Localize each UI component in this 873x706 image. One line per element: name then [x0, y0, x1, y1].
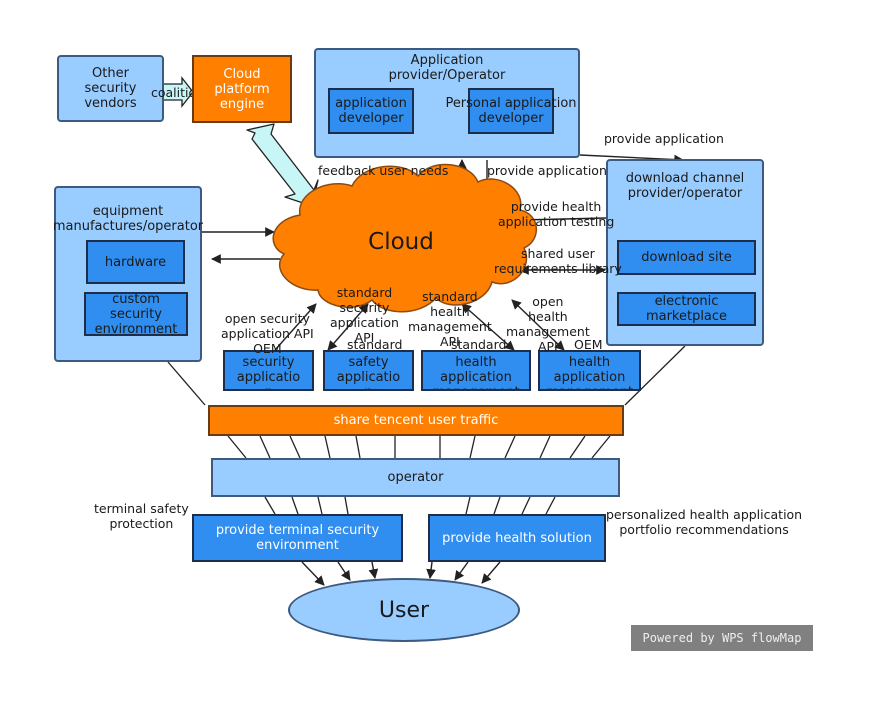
standard-health-api-label: standard health management API: [408, 289, 492, 349]
electronic-marketplace-node: electronic marketplace: [617, 292, 756, 326]
equipment-title: equipment manufactures/operator: [52, 204, 204, 234]
standard-health-label-2: standard: [451, 337, 507, 352]
safety-application-node: safety applicatio n: [323, 350, 414, 391]
wps-watermark: Powered by WPS flowMap: [631, 625, 813, 651]
health-application-node-2: health application management: [538, 350, 641, 391]
other-security-vendors-node: Other security vendors: [57, 55, 164, 122]
personal-developer-label: Personal application developer: [445, 96, 577, 126]
standard-security-api-label: standard security application API: [330, 285, 399, 345]
security-application-label: security applicatio n: [236, 355, 301, 389]
provide-application-label: provide application: [487, 163, 607, 178]
hardware-node: hardware: [86, 240, 185, 284]
share-tencent-traffic-bar: share tencent user traffic: [208, 405, 624, 436]
oem-label: OEM: [574, 337, 603, 352]
coalition-label: coalition: [151, 85, 205, 100]
application-provider-title: Application provider/Operator: [388, 53, 506, 83]
health-application-label-2: health application management: [546, 355, 633, 389]
cloud-title: Cloud: [368, 229, 434, 255]
custom-security-node: custom security environment: [84, 292, 188, 337]
shared-library-label: shared user requirements library: [494, 246, 622, 276]
engine-cloud-link: [246, 123, 319, 207]
download-site-node: download site: [617, 240, 756, 275]
provide-application-top-label: provide application: [604, 131, 724, 146]
standard-safety-label: standard: [347, 337, 403, 352]
cloud-platform-engine-node: Cloud platform engine: [192, 55, 292, 123]
health-application-node-1: health application management: [421, 350, 531, 391]
personalized-label: personalized health application portfoli…: [606, 507, 803, 537]
fan-lines: [167, 345, 686, 515]
personal-developer-box: [468, 88, 554, 134]
health-application-label-1: health application management: [432, 355, 519, 389]
health-testing-label: provide health application testing: [498, 199, 615, 229]
cloud-shape: [272, 163, 538, 313]
terminal-security-node: provide terminal security environment: [192, 514, 403, 562]
open-health-api-label: open health management API: [506, 294, 590, 354]
download-provider-group: download channel provider/operator downl…: [606, 159, 764, 346]
terminal-safety-label: terminal safety protection: [94, 501, 189, 531]
operator-bar: operator: [211, 458, 620, 497]
open-security-api-label: open security application API OEM: [221, 311, 314, 356]
equipment-group: equipment manufactures/operator hardware…: [52, 186, 204, 362]
application-provider-group: Application provider/Operator applicatio…: [314, 48, 580, 158]
download-provider-title: download channel provider/operator: [625, 171, 745, 201]
health-solution-node: provide health solution: [428, 514, 606, 562]
feedback-label: feedback user needs: [318, 163, 449, 178]
security-application-node: security applicatio n: [223, 350, 314, 391]
user-arrows: [301, 561, 501, 586]
safety-application-label: safety applicatio n: [336, 355, 401, 389]
user-node: User: [288, 578, 520, 642]
application-developer-node: application developer: [328, 88, 414, 134]
